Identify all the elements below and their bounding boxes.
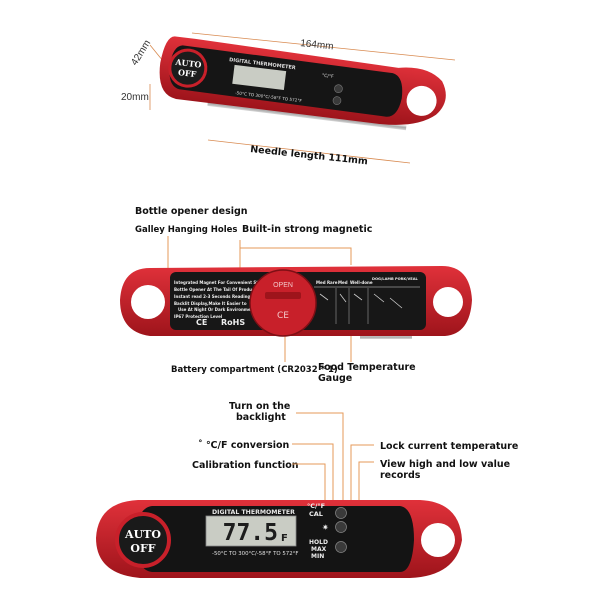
dim-width: 42mm [129, 38, 153, 67]
feature-item: IP67 Protection Level [174, 314, 223, 319]
label-view-line1: View high and low value [380, 459, 510, 470]
label-gauge-line1: Food Temperature [318, 362, 416, 373]
label-gauge-line2: Gauge [318, 373, 352, 384]
backlight-button[interactable] [335, 521, 347, 533]
battery-open-text: OPEN [273, 282, 293, 289]
feature-item: Bottle Opener At The Tail Of Product [174, 287, 256, 292]
max-label: MAX [311, 546, 327, 553]
auto-off-badge [168, 48, 208, 88]
feature-item: Instant read 2-3 Seconds Readings [174, 294, 253, 299]
dim-height: 20mm [121, 92, 149, 103]
top-unit-label: °C/°F [322, 73, 335, 80]
label-magnetic: Built-in strong magnetic [242, 224, 372, 235]
label-calibration: Calibration function [192, 460, 299, 471]
label-view-line2: records [380, 470, 421, 481]
battery-cover[interactable] [249, 269, 317, 337]
label-conversion: ˚ ℃/F conversion [198, 440, 290, 451]
bottom-hanging-hole [421, 523, 455, 557]
backlight-icon: ✷ [322, 523, 329, 532]
label-bottle-opener: Bottle opener design [135, 206, 248, 217]
label-backlight-line1: Turn on the [229, 401, 290, 412]
temperature-gauge: Med Rare Med Well-done DOG/LAMB PORK/VEA… [314, 277, 420, 324]
front-panel [169, 45, 403, 117]
gauge-header: DOG/LAMB PORK/VEAL [372, 277, 419, 281]
bottom-leader-lines [292, 412, 374, 535]
bottom-brand-title: DIGITAL THERMOMETER [212, 509, 295, 516]
label-hanging-holes: Galley Hanging Holes [135, 225, 238, 235]
hold-max-min-button[interactable] [335, 541, 347, 553]
top-lcd [232, 64, 287, 91]
auto-line2: OFF [178, 67, 198, 79]
bottom-auto-line1: AUTO [124, 528, 161, 541]
middle-needle [360, 335, 412, 339]
lcd-value: 77.5 [223, 520, 278, 546]
middle-right-hole [433, 287, 463, 317]
lcd-unit: F [281, 533, 288, 544]
auto-line1: AUTO [174, 57, 202, 70]
label-battery: Battery compartment (CR2032 * 1) [171, 365, 338, 375]
bottom-auto-off-badge [115, 512, 171, 568]
bottom-front-view: Turn on the backlight ˚ ℃/F conversion C… [96, 401, 518, 578]
top-thermometer-view: 164mm 42mm 20mm Needle length 111mm AUTO… [121, 32, 456, 167]
unit-button-label2: CAL [309, 510, 323, 518]
feature-item: Integrated Magnet For Convenient Storage [174, 280, 271, 285]
battery-grip [265, 292, 301, 299]
label-lock: Lock current temperature [380, 441, 518, 452]
bottom-auto-line2: OFF [130, 542, 155, 555]
battery-ce: CE [277, 311, 289, 321]
gauge-header: Well-done [350, 280, 373, 285]
hold-label: HOLD [309, 539, 328, 546]
bottom-range: -50°C TO 300°C/-58°F TO 572°F [212, 551, 298, 557]
middle-back-view: Bottle opener design Galley Hanging Hole… [120, 206, 472, 384]
hanging-hole [406, 85, 437, 116]
gauge-header: Med Rare [316, 280, 338, 285]
gauge-header: Med [338, 280, 348, 285]
ce-mark: CE [196, 318, 207, 327]
feature-item: Backlit Display,Make It Easier to [174, 301, 247, 306]
rohs-mark: RoHS [221, 318, 245, 327]
features-list: Integrated Magnet For Convenient Storage… [174, 280, 271, 319]
needle-dim-line [207, 139, 411, 164]
min-label: MIN [311, 553, 324, 560]
dim-length: 164mm [300, 38, 334, 52]
dim-needle: Needle length 111mm [250, 144, 369, 167]
lcd-display [205, 515, 297, 547]
middle-left-hole [131, 285, 165, 319]
top-button-2[interactable] [332, 96, 342, 105]
top-button-1[interactable] [334, 84, 343, 93]
length-dim-line [191, 32, 456, 61]
feature-item: Use At Night Or Dark Environment [178, 307, 256, 312]
unit-cal-button[interactable] [335, 507, 347, 519]
label-backlight-line2: backlight [236, 412, 286, 423]
unit-button-label1: °C/°F [307, 502, 325, 510]
